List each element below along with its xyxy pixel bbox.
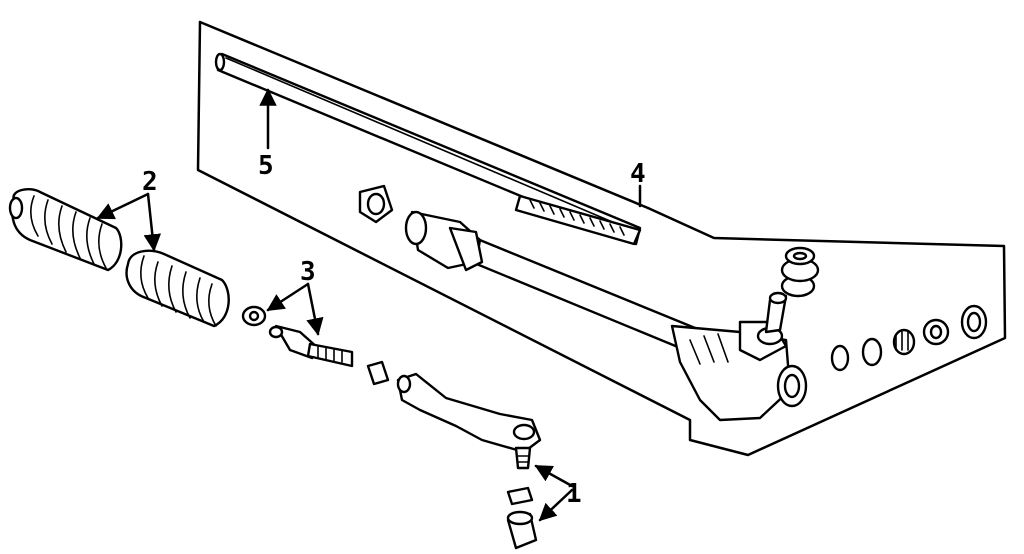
castle-nut — [506, 486, 534, 506]
boot-left — [8, 188, 123, 272]
callout-3-leader-b — [306, 282, 324, 336]
jam-nut — [366, 360, 390, 386]
boot-right — [125, 249, 230, 328]
callout-1-leader-a — [534, 464, 574, 488]
callout-5: 5 — [258, 151, 274, 181]
outer-tie-rod-end — [396, 372, 542, 470]
callout-2: 2 — [142, 167, 158, 197]
callout-2-leader-b — [143, 192, 162, 252]
seal-kit-row — [830, 304, 988, 372]
dust-boot — [506, 510, 538, 550]
rack-bushing — [358, 184, 394, 224]
pinion-seals — [780, 246, 820, 298]
inner-rack-rod — [214, 52, 642, 246]
rack-teeth — [514, 194, 642, 246]
inner-tie-rod-nut — [241, 305, 267, 327]
callout-1-leader-b — [538, 488, 574, 522]
callout-3-leader-a — [266, 282, 310, 312]
assembly-panel-outline — [196, 20, 1007, 457]
callout-1: 1 — [566, 479, 582, 509]
callout-3: 3 — [300, 257, 316, 287]
rack-housing — [404, 210, 808, 422]
callout-4: 4 — [630, 159, 646, 189]
inner-tie-rod — [268, 324, 354, 368]
callout-2-leader-a — [96, 192, 150, 220]
